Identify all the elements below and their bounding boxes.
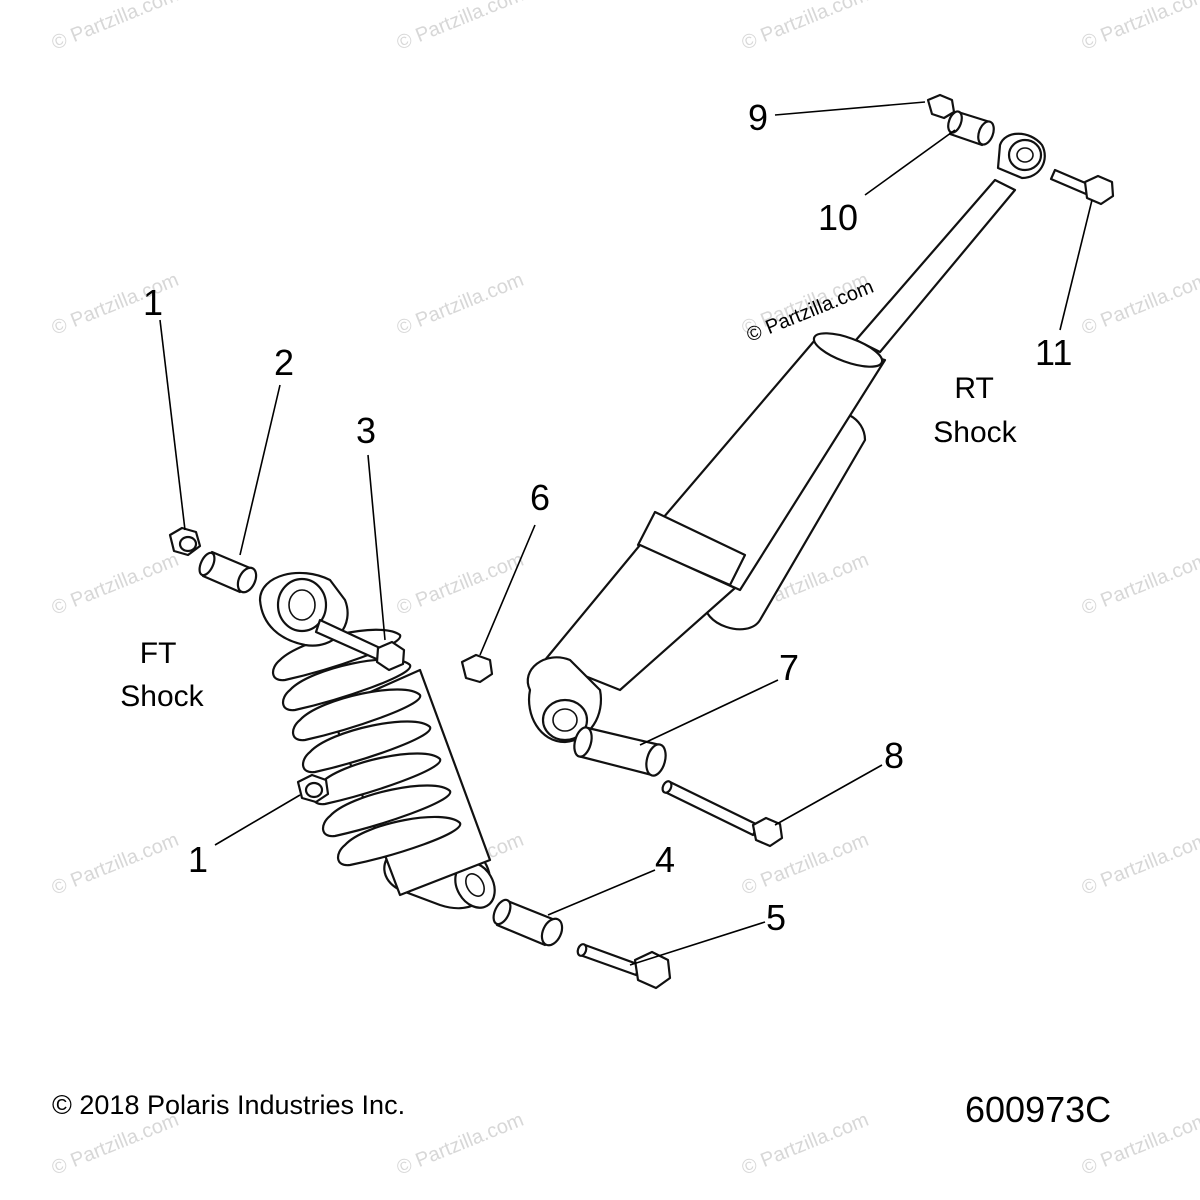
callout-7: 7 bbox=[779, 647, 799, 688]
leader-lines bbox=[159, 101, 1093, 966]
watermark-tile: © Partzilla.com bbox=[394, 1109, 527, 1180]
callout-4: 4 bbox=[655, 839, 675, 880]
watermark-tile: © Partzilla.com bbox=[394, 269, 527, 340]
watermark-tile: © Partzilla.com bbox=[1079, 0, 1200, 55]
watermark-tile: © Partzilla.com bbox=[394, 549, 527, 620]
callout-numbers: 1 2 3 6 1 4 5 7 8 9 10 11 bbox=[143, 97, 1072, 938]
callout-11: 11 bbox=[1035, 332, 1072, 373]
callout-10: 10 bbox=[818, 197, 858, 238]
callout-9: 9 bbox=[748, 97, 768, 138]
watermark-tile: © Partzilla.com bbox=[1079, 269, 1200, 340]
rear-hardware bbox=[573, 93, 1115, 848]
watermark-tile: © Partzilla.com bbox=[739, 0, 872, 55]
callout-1-top: 1 bbox=[143, 282, 163, 323]
watermark-tile: © Partzilla.com bbox=[49, 0, 182, 55]
callout-1-bottom: 1 bbox=[188, 839, 208, 880]
front-shock-assembly bbox=[258, 571, 496, 910]
callout-2: 2 bbox=[274, 342, 294, 383]
rear-shock-label: RT Shock bbox=[933, 372, 1017, 449]
rear-shock-assembly bbox=[526, 132, 1046, 744]
watermark-tile: © Partzilla.com bbox=[49, 829, 182, 900]
watermark-tile: © Partzilla.com bbox=[739, 1109, 872, 1180]
callout-8: 8 bbox=[884, 735, 904, 776]
callout-5: 5 bbox=[766, 897, 786, 938]
watermark-tile: © Partzilla.com bbox=[1079, 549, 1200, 620]
drawing-number: 600973C bbox=[965, 1089, 1111, 1130]
callout-6: 6 bbox=[530, 477, 550, 518]
callout-3: 3 bbox=[356, 410, 376, 451]
watermark-tile: © Partzilla.com bbox=[1079, 829, 1200, 900]
watermark-tile: © Partzilla.com bbox=[49, 549, 182, 620]
front-hardware bbox=[168, 526, 672, 990]
copyright-text: © 2018 Polaris Industries Inc. bbox=[52, 1090, 405, 1120]
front-shock-label: FT Shock bbox=[120, 637, 204, 713]
watermark-tile: © Partzilla.com bbox=[394, 0, 527, 55]
